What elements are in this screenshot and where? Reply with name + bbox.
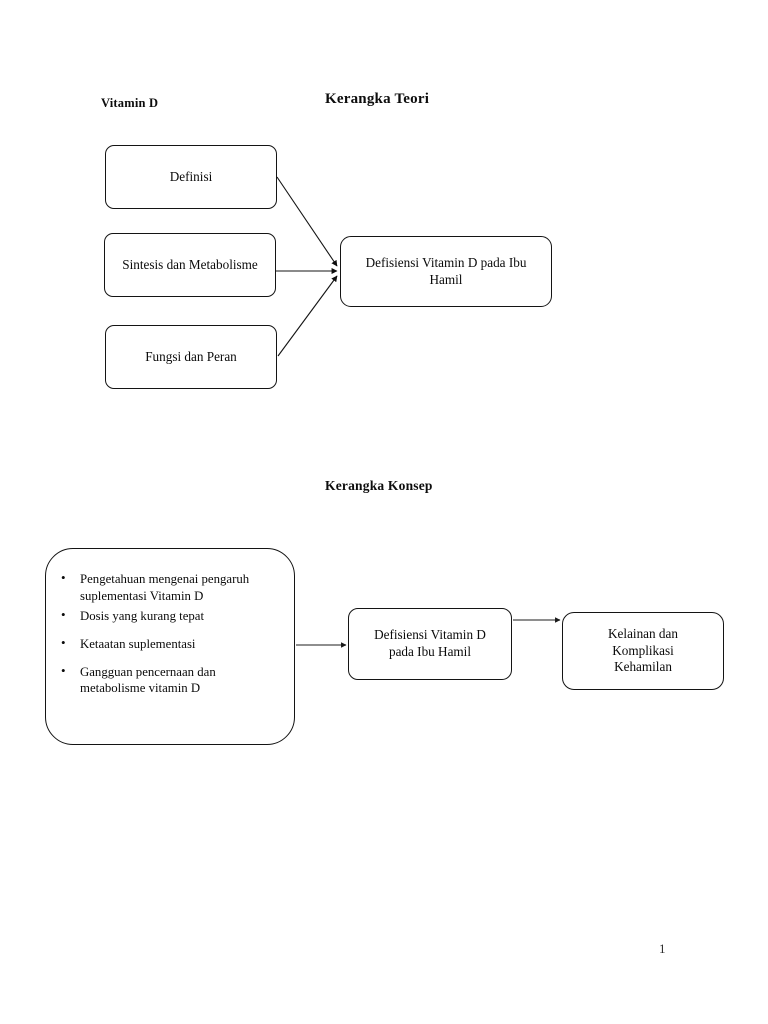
node-fungsi-label: Fungsi dan Peran bbox=[145, 348, 237, 364]
node-definisi-label: Definisi bbox=[169, 168, 213, 184]
list-item: Gangguan pencernaan dan metabolisme vita… bbox=[61, 662, 280, 697]
node-kelainan-line3: Kehamilan bbox=[614, 659, 672, 675]
node-kelainan-komplikasi-kehamilan[interactable]: Kelainan dan Komplikasi Kehamilan bbox=[562, 612, 724, 690]
node-defisiensi-teori-line2: Hamil bbox=[429, 271, 463, 287]
node-defisiensi-konsep-line2: pada Ibu Hamil bbox=[388, 644, 472, 659]
page-number: 1 bbox=[659, 941, 666, 956]
node-definisi[interactable]: Definisi bbox=[105, 145, 277, 209]
node-kelainan-line2: Komplikasi bbox=[612, 642, 674, 658]
node-defisiensi-konsep-line1: Defisiensi Vitamin D bbox=[374, 627, 486, 643]
node-kelainan-line1: Kelainan dan bbox=[608, 625, 678, 641]
diagram-title-kerangka-konsep: Kerangka Konsep bbox=[325, 478, 433, 493]
arrow-fungsi-to-defisiensi bbox=[277, 275, 338, 357]
node-defisiensi-teori-line1: Defisiensi Vitamin D pada Ibu bbox=[365, 254, 527, 270]
section-label-vitamin-d: Vitamin D bbox=[101, 96, 159, 110]
diagram-title-kerangka-teori: Kerangka Teori bbox=[325, 91, 430, 107]
list-item: Ketaatan suplementasi bbox=[61, 635, 280, 653]
node-sintesis-label: Sintesis dan Metabolisme bbox=[122, 256, 258, 272]
node-defisiensi-vitamin-d-ibu-hamil-teori[interactable]: Defisiensi Vitamin D pada Ibu Hamil bbox=[340, 236, 552, 307]
node-faktor-risiko-list[interactable]: Pengetahuan mengenai pengaruh suplementa… bbox=[45, 548, 295, 745]
list-item: Pengetahuan mengenai pengaruh suplementa… bbox=[61, 570, 280, 604]
node-sintesis-dan-metabolisme[interactable]: Sintesis dan Metabolisme bbox=[104, 233, 276, 297]
node-defisiensi-vitamin-d-ibu-hamil-konsep[interactable]: Defisiensi Vitamin D pada Ibu Hamil bbox=[348, 608, 512, 680]
list-item: Dosis yang kurang tepat bbox=[61, 607, 280, 625]
node-fungsi-dan-peran[interactable]: Fungsi dan Peran bbox=[105, 325, 277, 389]
arrow-definisi-to-defisiensi bbox=[276, 176, 338, 267]
faktor-bullet-list: Pengetahuan mengenai pengaruh suplementa… bbox=[46, 549, 294, 697]
